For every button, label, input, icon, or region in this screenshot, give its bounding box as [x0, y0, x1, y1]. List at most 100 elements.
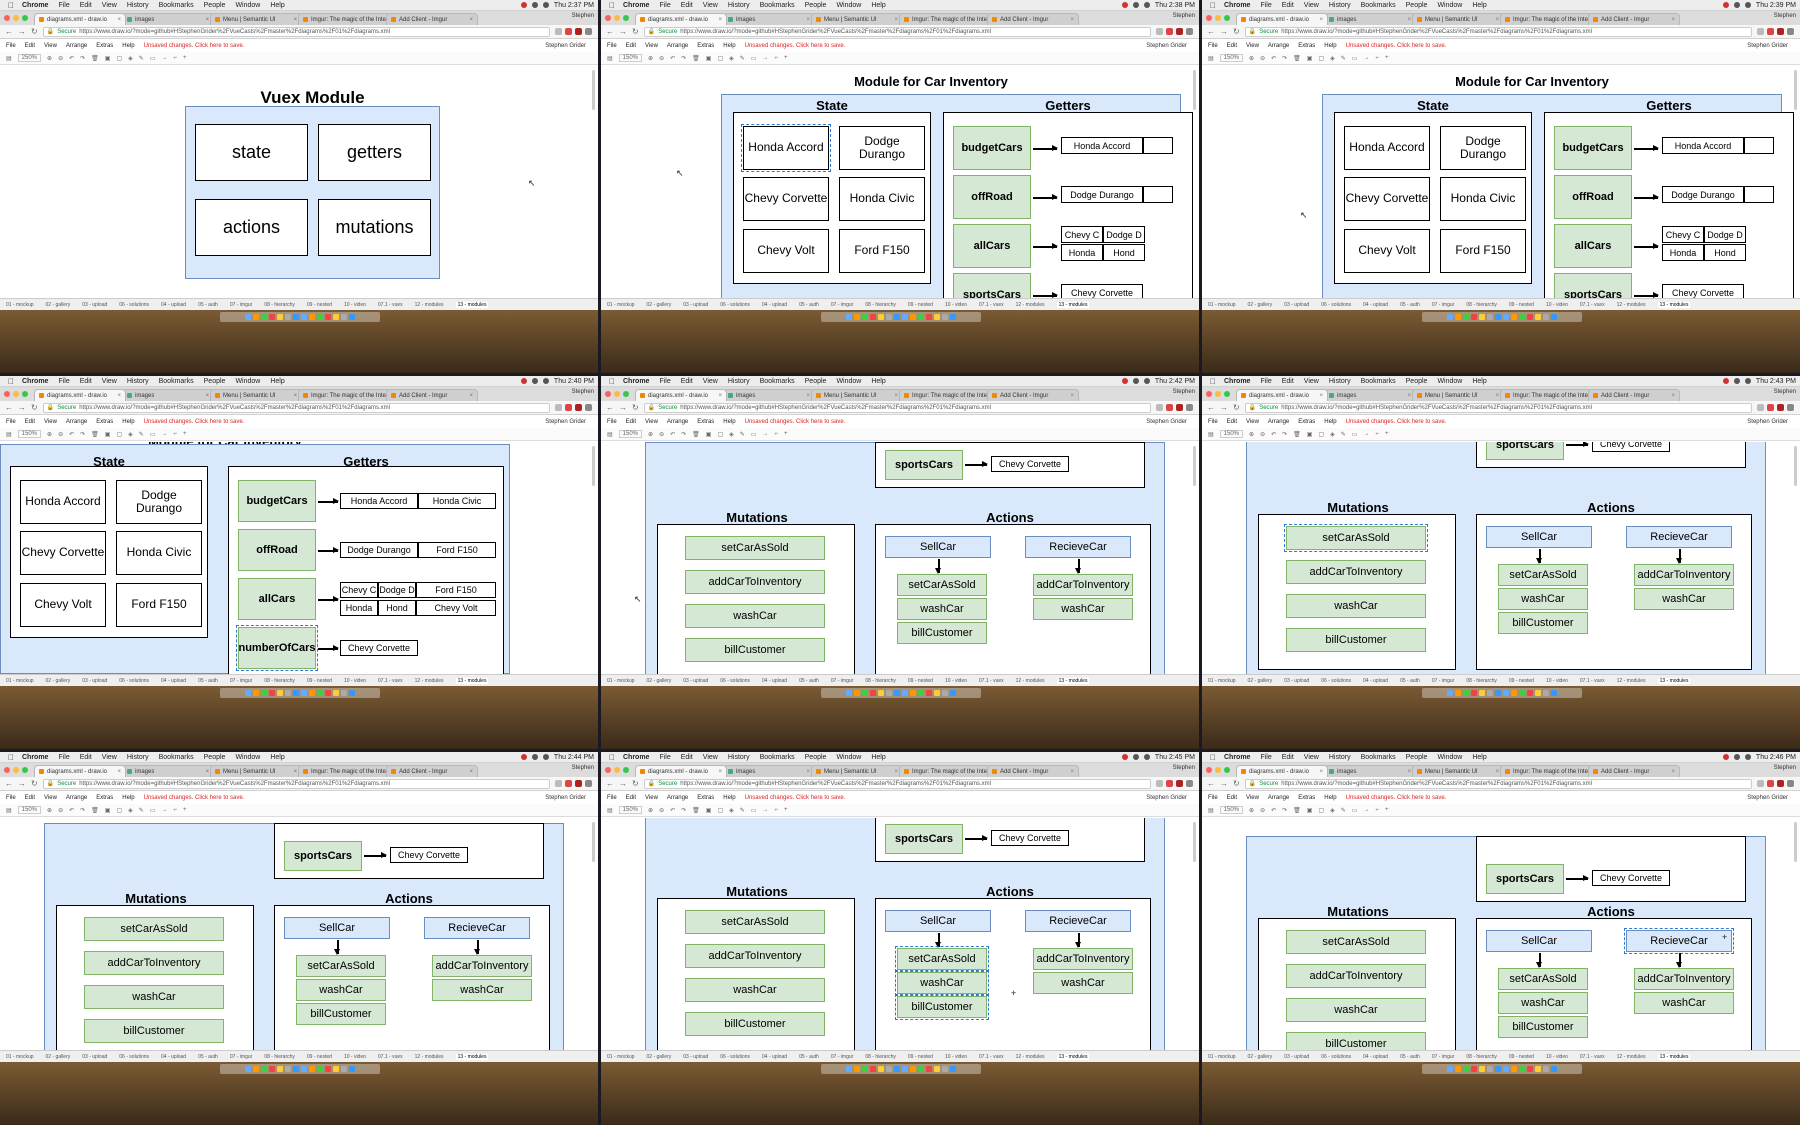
format-panel-icon[interactable]: ▤: [1208, 431, 1214, 438]
connector-arrow[interactable]: [1075, 933, 1081, 948]
page-tab[interactable]: 01 - mockup: [607, 677, 635, 684]
menubar-item[interactable]: Edit: [674, 377, 693, 385]
car-chevy-corvette[interactable]: Chevy Corvette: [20, 531, 106, 575]
unsaved-changes-link[interactable]: Unsaved changes. Click here to save.: [1345, 43, 1447, 49]
extension-icon[interactable]: [1767, 404, 1774, 411]
action-sellcar[interactable]: SellCar: [1486, 526, 1592, 548]
getter-result[interactable]: Honda Accord: [340, 493, 418, 509]
connector-arrow[interactable]: [1566, 875, 1589, 881]
connection-icon[interactable]: →: [161, 431, 168, 437]
menu-dots-icon[interactable]: [585, 404, 592, 411]
car-honda-civic[interactable]: Honda Civic: [1440, 177, 1526, 221]
drawio-menu-item[interactable]: Help: [122, 43, 135, 49]
sell-step-billCustomer[interactable]: billCustomer: [1498, 1016, 1588, 1038]
browser-tab[interactable]: images×: [1324, 389, 1416, 401]
page-tab[interactable]: 01 - mockup: [1208, 301, 1236, 308]
profile-name[interactable]: Stephen: [1172, 13, 1195, 19]
tab-close-icon[interactable]: ×: [293, 16, 297, 23]
forward-icon[interactable]: →: [18, 779, 26, 788]
mutation-setCarAsSold[interactable]: setCarAsSold: [1284, 524, 1428, 552]
menubar-item[interactable]: Edit: [1275, 377, 1294, 385]
minimize-window-button[interactable]: [13, 767, 19, 773]
mutation-addCarToInventory[interactable]: addCarToInventory: [685, 944, 825, 968]
undo-icon[interactable]: ↶: [1271, 431, 1277, 438]
getter-numberOfCars[interactable]: numberOfCars: [236, 625, 318, 671]
page-tab[interactable]: 05 - auth: [1400, 301, 1420, 308]
vertical-scrollbar[interactable]: [1794, 822, 1797, 862]
getter-result[interactable]: Honda Civic: [418, 493, 496, 509]
zoom-window-button[interactable]: [623, 391, 629, 397]
page-tab[interactable]: 03 - upload: [1284, 301, 1310, 308]
tab-close-icon[interactable]: ×: [1495, 392, 1499, 399]
dock-app-icon[interactable]: [1511, 314, 1517, 320]
page-tab[interactable]: 06 - solutions: [720, 301, 751, 308]
page-tab[interactable]: 08 - hierarchy: [264, 1053, 295, 1060]
waypoints-icon[interactable]: ⌐: [173, 431, 177, 437]
page-tab[interactable]: 07 - imgur: [229, 677, 253, 684]
dock-app-icon[interactable]: [261, 1066, 267, 1072]
drawio-menu-item[interactable]: Extras: [697, 795, 715, 801]
getter-result[interactable]: Hond: [1704, 244, 1746, 261]
connector-arrow[interactable]: [1676, 953, 1682, 968]
page-tab[interactable]: 09 - nested: [907, 677, 933, 684]
getter-allCars[interactable]: allCars: [1554, 224, 1632, 268]
dock-app-icon[interactable]: [926, 314, 932, 320]
dock-app-icon[interactable]: [1503, 1066, 1509, 1072]
close-window-button[interactable]: [605, 15, 611, 21]
page-tab[interactable]: 07 - imgur: [1431, 677, 1455, 684]
connector-arrow[interactable]: [318, 596, 339, 602]
waypoints-icon[interactable]: ⌐: [774, 55, 778, 61]
dock-app-icon[interactable]: [285, 1066, 291, 1072]
tab-close-icon[interactable]: ×: [718, 392, 722, 399]
dock-app-icon[interactable]: [878, 690, 884, 696]
drawio-menu-item[interactable]: File: [1208, 419, 1218, 425]
dock-app-icon[interactable]: [269, 1066, 275, 1072]
dock-app-icon[interactable]: [301, 1066, 307, 1072]
drawio-menu-item[interactable]: Extras: [96, 795, 114, 801]
fill-color-icon[interactable]: ◈: [128, 807, 133, 814]
zoom-window-button[interactable]: [1224, 15, 1230, 21]
minimize-window-button[interactable]: [614, 391, 620, 397]
connector-arrow[interactable]: [1033, 194, 1058, 200]
tab-close-icon[interactable]: ×: [469, 16, 473, 23]
menubar-item[interactable]: Chrome: [16, 753, 48, 761]
back-icon[interactable]: ←: [1207, 779, 1215, 788]
back-icon[interactable]: ←: [5, 779, 13, 788]
format-panel-icon[interactable]: ▤: [6, 55, 12, 62]
browser-tab[interactable]: images×: [723, 389, 815, 401]
menubar-item[interactable]: Window: [1431, 377, 1462, 385]
dock-app-icon[interactable]: [1471, 1066, 1477, 1072]
zoom-level[interactable]: 150%: [618, 430, 643, 438]
receive-step-addCarToInventory[interactable]: addCarToInventory: [1033, 574, 1133, 596]
connector-arrow[interactable]: [1634, 145, 1659, 151]
minimize-window-button[interactable]: [614, 15, 620, 21]
page-tab[interactable]: 07.1 - vuex: [978, 1053, 1004, 1060]
page-tab[interactable]: 02 - gallery: [45, 301, 71, 308]
browser-tab[interactable]: Imgur: The magic of the Intern×: [298, 765, 390, 777]
redo-icon[interactable]: ↷: [1282, 807, 1288, 814]
page-tab[interactable]: 12 - modules: [1616, 677, 1646, 684]
drawio-menu-item[interactable]: Arrange: [65, 419, 88, 425]
menubar-item[interactable]: History: [721, 377, 750, 385]
getter-result[interactable]: Honda: [1662, 244, 1704, 261]
menubar-item[interactable]: History: [1322, 753, 1351, 761]
profile-name[interactable]: Stephen: [571, 765, 594, 771]
page-tab[interactable]: 01 - mockup: [1208, 1053, 1236, 1060]
getter-result[interactable]: Hond: [378, 600, 416, 616]
page-tab[interactable]: 06 - solutions: [1321, 677, 1352, 684]
getter-result[interactable]: Chevy Corvette: [340, 640, 418, 656]
getter-sportsCars[interactable]: sportsCars: [284, 841, 362, 871]
dock-app-icon[interactable]: [902, 314, 908, 320]
menubar-item[interactable]: History: [120, 753, 149, 761]
page-tab[interactable]: 13 - modules: [1056, 1053, 1090, 1060]
mutation-setCarAsSold[interactable]: setCarAsSold: [1286, 930, 1426, 954]
insert-icon[interactable]: +: [783, 55, 788, 61]
connector-arrow[interactable]: [1536, 549, 1542, 564]
receive-step-addCarToInventory[interactable]: addCarToInventory: [1033, 948, 1133, 970]
dock-app-icon[interactable]: [942, 314, 948, 320]
dock-app-icon[interactable]: [285, 690, 291, 696]
dock-app-icon[interactable]: [1455, 690, 1461, 696]
fill-color-icon[interactable]: ◈: [128, 55, 133, 62]
